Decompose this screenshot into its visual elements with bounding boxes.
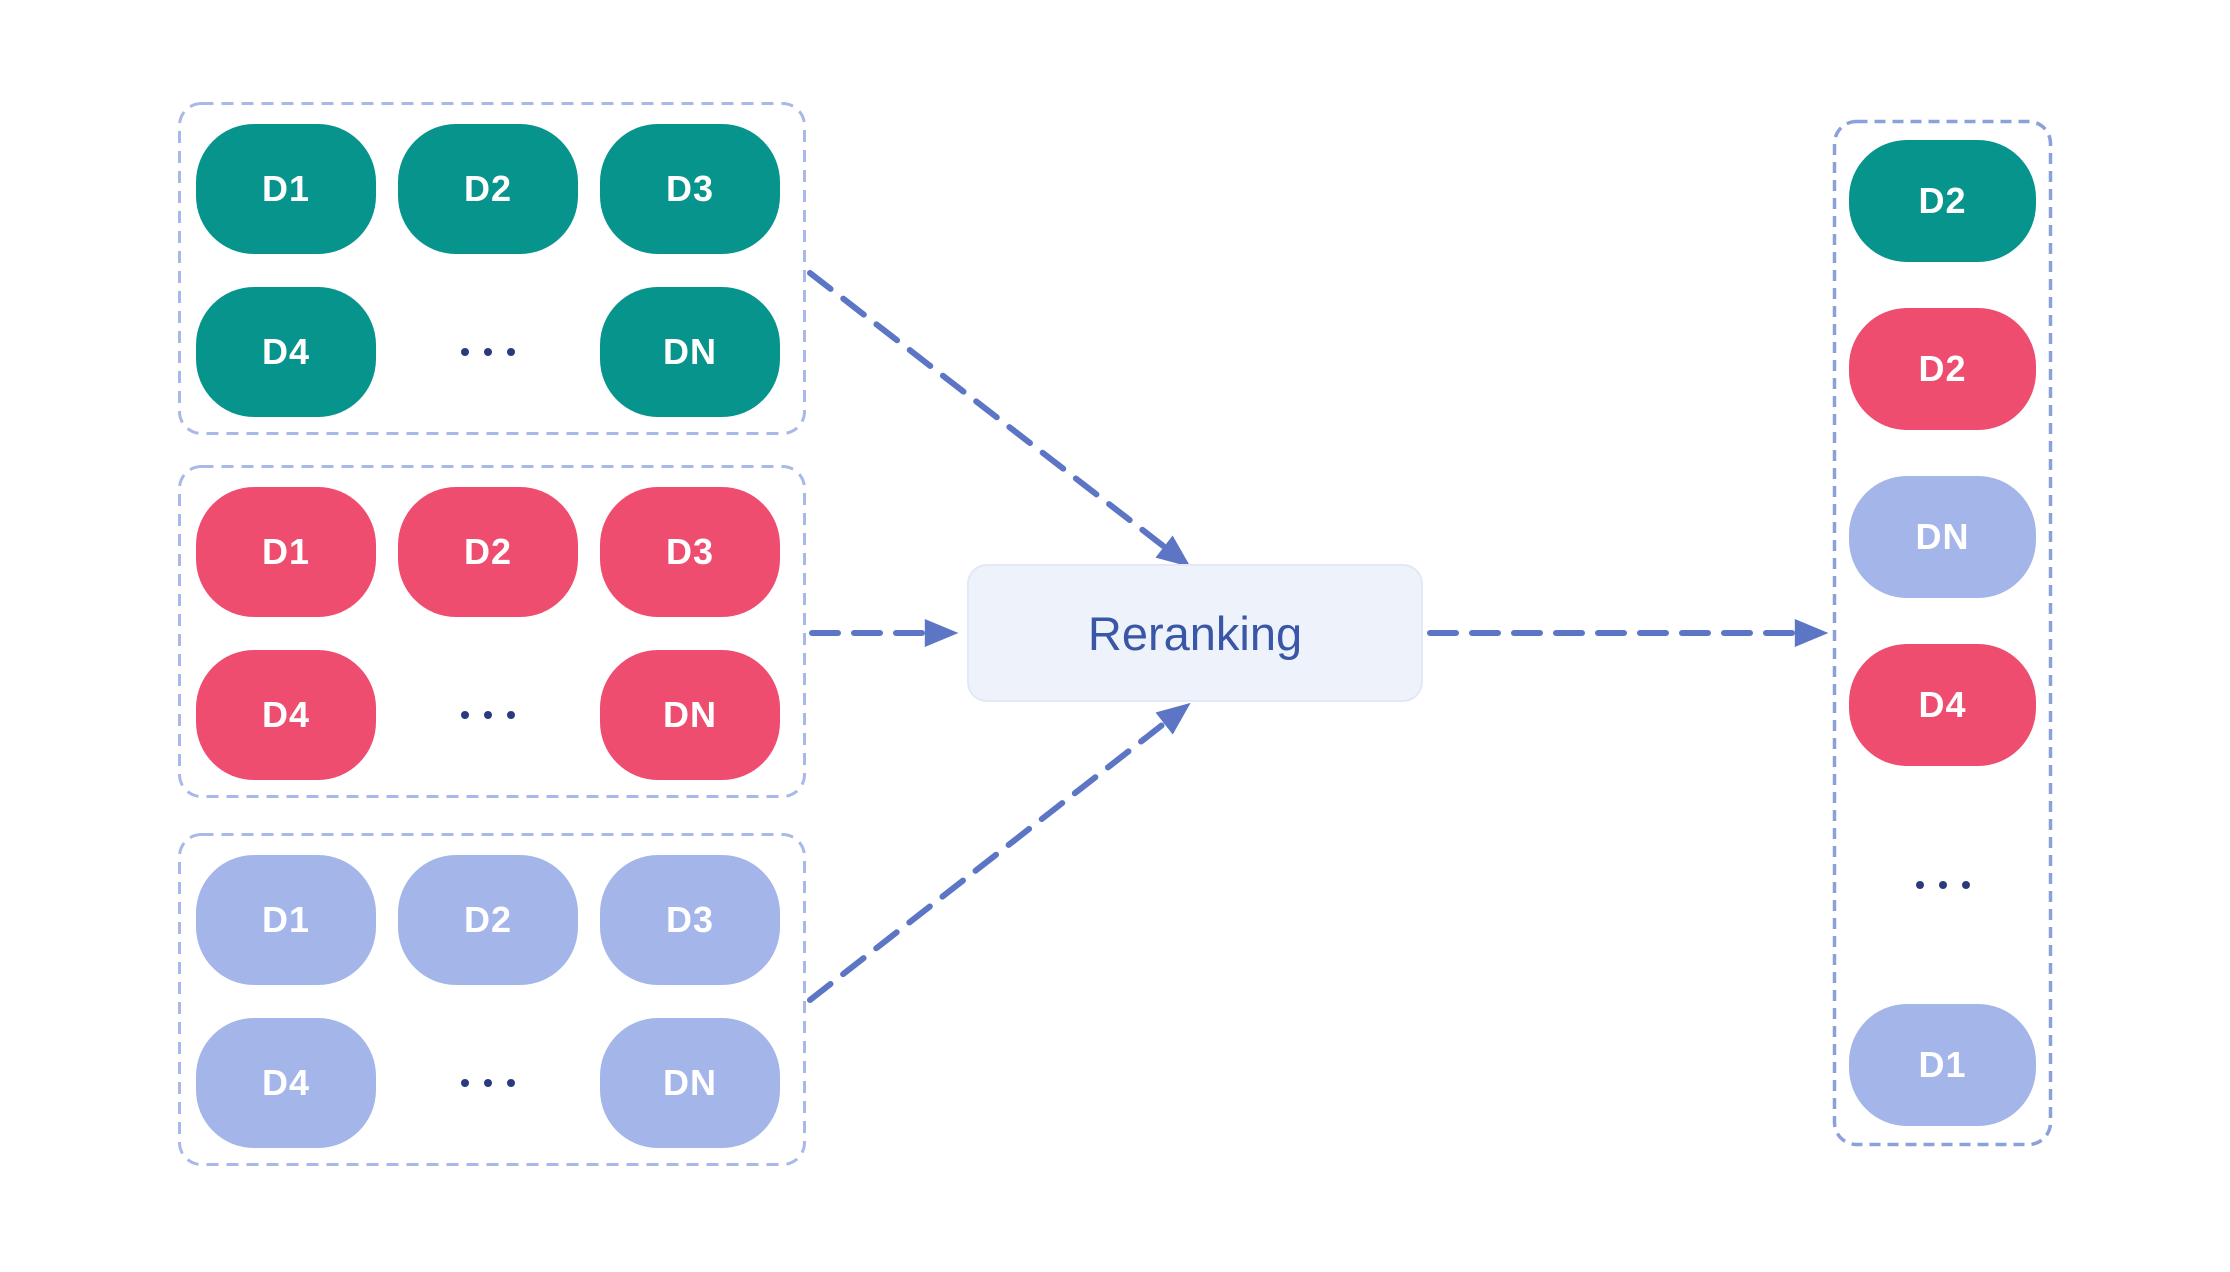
doc-pill-d3: D3 (600, 124, 780, 254)
ellipsis-dot (461, 348, 469, 356)
doc-label: D4 (261, 694, 311, 735)
result-pill-dn: DN (1849, 476, 2036, 598)
doc-label: D2 (463, 168, 513, 209)
doc-label: D4 (1918, 684, 1967, 725)
doc-pill-d1: D1 (196, 124, 376, 254)
ellipsis-dot (461, 1079, 469, 1087)
doc-pill-d3: D3 (600, 487, 780, 617)
ellipsis-dot (1938, 881, 1947, 889)
arrow-group1-to-reranking (807, 270, 1191, 568)
ellipsis-dot (484, 348, 492, 356)
doc-pill-d4: D4 (196, 1018, 376, 1148)
doc-pill-d1: D1 (196, 855, 376, 985)
ellipsis-dot (507, 348, 515, 356)
doc-label: D3 (665, 531, 715, 572)
candidate-group-3-border (178, 833, 806, 1166)
doc-label: D3 (665, 899, 715, 940)
doc-label: D1 (261, 531, 311, 572)
result-pill-d2: D2 (1849, 308, 2036, 430)
ellipsis-dots (398, 287, 578, 417)
ellipsis-dots (1849, 850, 2036, 920)
ellipsis-dot (484, 1079, 492, 1087)
doc-label: D3 (665, 168, 715, 209)
doc-label: DN (663, 1062, 717, 1103)
doc-pill-d4: D4 (196, 287, 376, 417)
doc-label: DN (663, 331, 717, 372)
doc-pill-dn: DN (600, 287, 780, 417)
doc-pill-d2: D2 (398, 124, 578, 254)
doc-pill-d2: D2 (398, 855, 578, 985)
reranking-label: Reranking (1087, 606, 1303, 660)
doc-pill-d4: D4 (196, 650, 376, 780)
doc-label: DN (663, 694, 717, 735)
result-pill-d2: D2 (1849, 140, 2036, 262)
doc-pill-d3: D3 (600, 855, 780, 985)
doc-label: D2 (463, 531, 513, 572)
doc-label: D1 (261, 168, 311, 209)
doc-label: D4 (261, 331, 311, 372)
doc-pill-d2: D2 (398, 487, 578, 617)
doc-label: D4 (261, 1062, 311, 1103)
result-pill-d1: D1 (1849, 1004, 2036, 1126)
arrow-group3-to-reranking (807, 702, 1191, 1003)
reranking-box: Reranking (967, 564, 1423, 702)
reranked-results-border (1832, 119, 2053, 1147)
doc-label: D1 (261, 899, 311, 940)
candidate-group-1-border (178, 102, 806, 435)
ellipsis-dot (1915, 881, 1924, 889)
ellipsis-dot (484, 711, 492, 719)
doc-pill-dn: DN (600, 1018, 780, 1148)
ellipsis-dot (507, 711, 515, 719)
ellipsis-dots (398, 1018, 578, 1148)
ellipsis-dot (507, 1079, 515, 1087)
doc-label: D2 (1918, 180, 1967, 221)
doc-label: DN (1915, 516, 1970, 557)
candidate-group-2-border (178, 465, 806, 798)
doc-pill-d1: D1 (196, 487, 376, 617)
doc-label: D2 (463, 899, 513, 940)
result-pill-d4: D4 (1849, 644, 2036, 766)
ellipsis-dot (461, 711, 469, 719)
doc-label: D1 (1918, 1044, 1967, 1085)
doc-pill-dn: DN (600, 650, 780, 780)
doc-label: D2 (1918, 348, 1967, 389)
ellipsis-dot (1961, 881, 1970, 889)
ellipsis-dots (398, 650, 578, 780)
